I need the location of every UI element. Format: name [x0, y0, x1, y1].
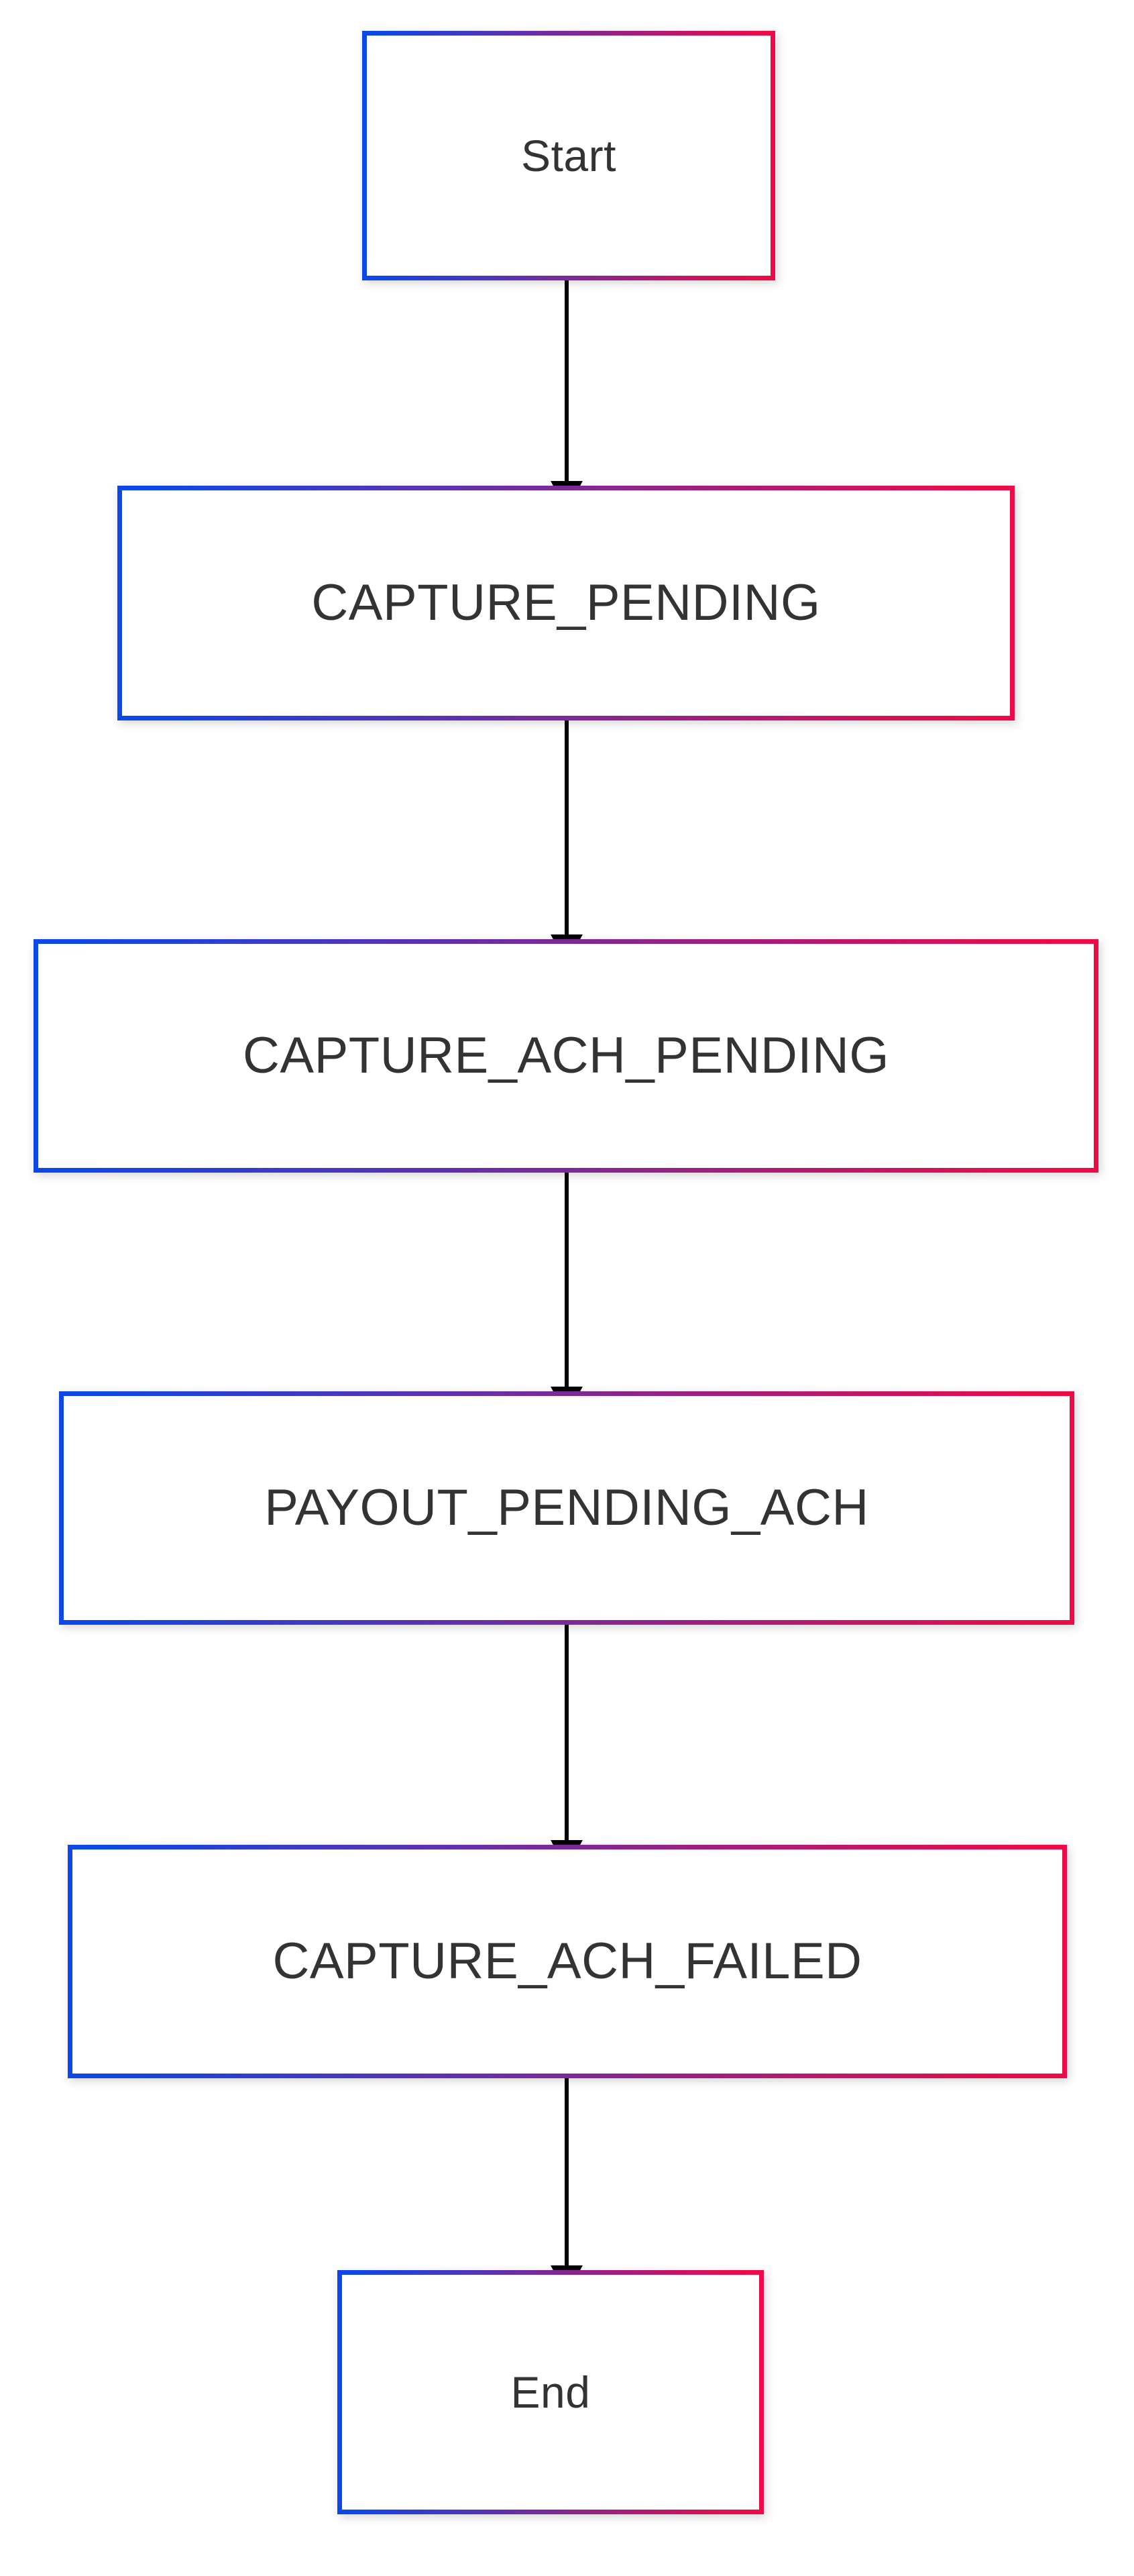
- node-capture-ach-failed[interactable]: CAPTURE_ACH_FAILED: [68, 1845, 1067, 2078]
- node-payout-pending-ach-label: PAYOUT_PENDING_ACH: [264, 1479, 869, 1536]
- node-capture-ach-pending[interactable]: CAPTURE_ACH_PENDING: [34, 939, 1098, 1173]
- node-start[interactable]: Start: [362, 31, 775, 280]
- node-payout-pending-ach[interactable]: PAYOUT_PENDING_ACH: [59, 1391, 1074, 1625]
- node-capture-ach-failed-label: CAPTURE_ACH_FAILED: [272, 1933, 862, 1990]
- node-capture-pending[interactable]: CAPTURE_PENDING: [117, 486, 1015, 720]
- node-end-label: End: [510, 2367, 591, 2417]
- node-start-label: Start: [521, 131, 616, 180]
- node-capture-ach-pending-label: CAPTURE_ACH_PENDING: [243, 1027, 889, 1084]
- node-end[interactable]: End: [337, 2270, 764, 2514]
- node-capture-pending-label: CAPTURE_PENDING: [311, 574, 821, 631]
